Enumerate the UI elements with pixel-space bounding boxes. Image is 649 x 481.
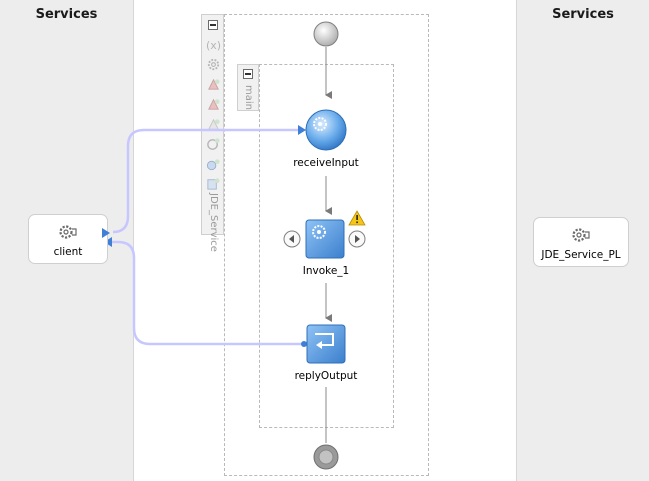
right-lane-title: Services <box>552 7 614 22</box>
svg-text:(x): (x) <box>206 39 221 51</box>
collapse-left-icon[interactable] <box>283 230 301 248</box>
partnerlink-remove-icon[interactable] <box>205 116 222 133</box>
jde-service-label: JDE_Service_PL <box>541 249 621 261</box>
scope-tab: main <box>237 64 259 111</box>
partnerlink-add-icon[interactable] <box>205 96 222 113</box>
variable-icon[interactable]: (x) <box>205 36 222 53</box>
end-node-inner <box>318 449 334 465</box>
reply-activity-label: replyOutput <box>294 370 358 382</box>
process-collapse-button[interactable] <box>208 20 218 30</box>
service-gear-icon <box>59 225 77 239</box>
partnerlink-delete-icon[interactable] <box>205 76 222 93</box>
service-gear-icon <box>572 228 590 242</box>
scope-label: main <box>243 85 254 110</box>
client-port-icon[interactable] <box>102 228 110 238</box>
jde-service-card[interactable]: JDE_Service_PL <box>533 217 629 267</box>
gear-icon[interactable] <box>205 56 222 73</box>
partnerlink-refresh-icon[interactable] <box>205 136 222 153</box>
left-lane-title: Services <box>35 7 98 22</box>
reply-to-client-connector[interactable] <box>104 237 307 347</box>
correlation-icon[interactable] <box>205 156 222 173</box>
warning-icon[interactable] <box>348 210 366 226</box>
scope-collapse-button[interactable] <box>243 69 253 79</box>
process-container[interactable] <box>224 14 429 476</box>
client-to-receive-connector[interactable] <box>112 125 306 234</box>
expand-right-icon[interactable] <box>348 230 366 248</box>
reply-activity-icon[interactable] <box>306 324 346 364</box>
client-service-label: client <box>53 246 83 258</box>
process-label: JDE_Service <box>208 193 219 252</box>
invoke-activity-label: Invoke_1 <box>302 265 350 277</box>
invoke-activity-icon[interactable] <box>305 219 345 259</box>
receive-activity-icon[interactable] <box>305 109 347 151</box>
properties-icon[interactable] <box>205 175 222 192</box>
client-service-card[interactable]: client <box>28 214 110 264</box>
process-toolbar: (x) JDE_Service <box>201 14 224 252</box>
start-node[interactable] <box>313 21 339 47</box>
receive-activity-label: receiveInput <box>293 157 359 169</box>
